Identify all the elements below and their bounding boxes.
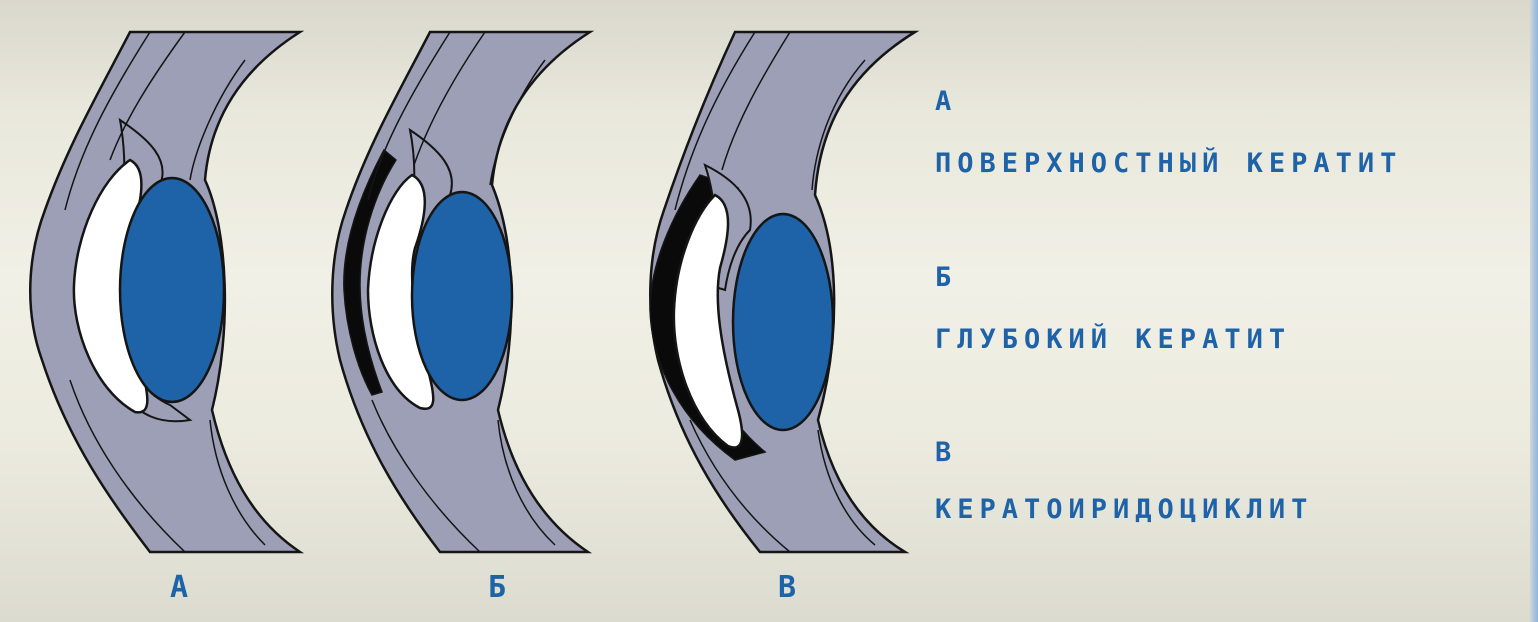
figure-label-a: А [170,570,194,605]
figure-label-b: Б [488,570,512,605]
eye-b-lens [412,192,512,400]
legend-text-b: ГЛУБОКИЙ КЕРАТИТ [935,324,1291,355]
eye-c-lens [733,214,833,430]
legend-letter-c: В [935,437,957,468]
eye-section-a [30,32,300,552]
legend-text-a: ПОВЕРХНОСТНЫЙ КЕРАТИТ [935,148,1402,179]
eye-section-c [650,32,915,552]
eye-a-lens [120,178,224,402]
eye-section-b [332,32,590,552]
legend-letter-a: А [935,86,957,117]
legend-letter-b: Б [935,262,957,293]
legend-text-c: КЕРАТОИРИДОЦИКЛИТ [935,494,1313,525]
figure-label-c: В [778,570,802,605]
